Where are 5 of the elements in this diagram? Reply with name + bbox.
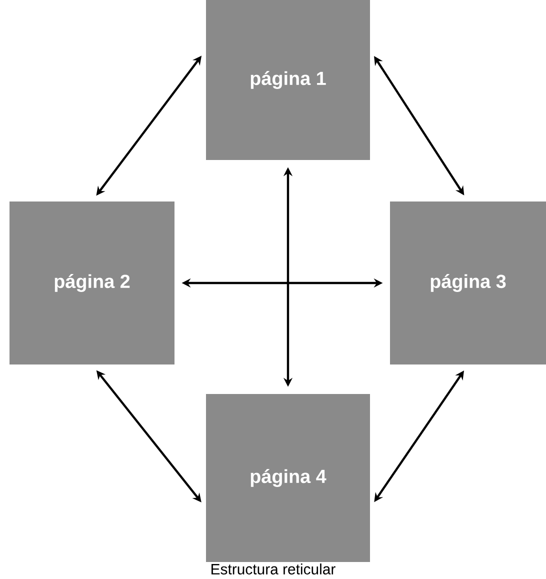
caption: Estructura reticular	[212, 564, 336, 574]
page-box: página 2	[10, 202, 174, 364]
page-box: página 3	[390, 202, 546, 364]
page-box: página 4	[206, 394, 370, 562]
page-box: página 1	[206, 0, 370, 160]
